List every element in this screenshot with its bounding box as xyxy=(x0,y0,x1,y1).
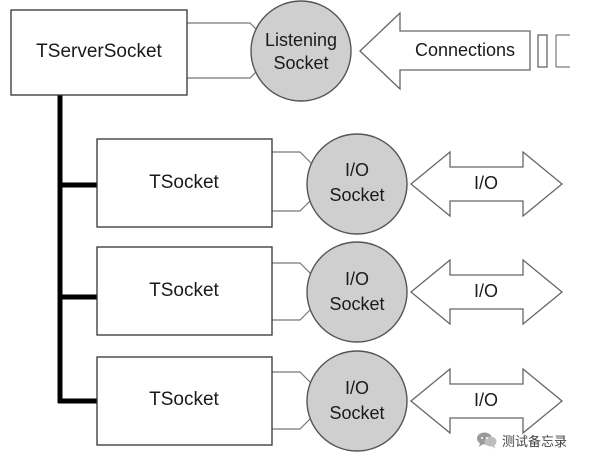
io-double-arrow xyxy=(409,150,564,218)
watermark-text: 测试备忘录 xyxy=(502,434,568,450)
io-socket xyxy=(306,241,408,343)
listening-socket-label-line1: Listening xyxy=(265,30,337,50)
tsocket-label: TSocket xyxy=(149,172,219,193)
tsocket-connector xyxy=(271,262,314,321)
listening-socket-label-line2: Socket xyxy=(273,53,328,73)
tsocket-connector xyxy=(271,151,314,212)
tserversocket-box: TServerSocket xyxy=(10,9,188,96)
io-socket-label-line2: Socket xyxy=(329,185,384,205)
tsocket-connector xyxy=(271,371,314,430)
tsocket-box xyxy=(96,246,273,336)
io-double-arrow xyxy=(409,367,564,435)
tree-connector xyxy=(57,93,100,404)
io-socket-label-line1: I/O xyxy=(345,378,369,398)
tsocket-row: TSocket I/O Socket I/O xyxy=(96,241,564,343)
tsocket-label: TSocket xyxy=(149,280,219,301)
tsocket-box xyxy=(96,356,273,446)
io-double-arrow xyxy=(409,258,564,326)
tsocket-box xyxy=(96,138,273,228)
wechat-icon xyxy=(477,432,497,449)
io-arrow-label: I/O xyxy=(474,281,498,301)
watermark: 测试备忘录 xyxy=(476,428,567,452)
io-arrow-label: I/O xyxy=(474,173,498,193)
tsocket-label: TSocket xyxy=(149,389,219,410)
listening-socket: Listening Socket xyxy=(250,0,352,102)
tsocket-row: TSocket I/O Socket I/O xyxy=(96,350,564,452)
tserversocket-label: TServerSocket xyxy=(36,41,162,62)
io-socket-label-line1: I/O xyxy=(345,269,369,289)
io-socket xyxy=(306,133,408,235)
io-socket-label-line2: Socket xyxy=(329,403,384,423)
io-socket xyxy=(306,350,408,452)
tsocket-row: TSocket I/O Socket I/O xyxy=(96,133,564,235)
io-arrow-label: I/O xyxy=(474,390,498,410)
io-socket-label-line2: Socket xyxy=(329,294,384,314)
connections-arrow-label: Connections xyxy=(415,40,515,60)
connections-arrow: Connections xyxy=(359,11,570,91)
io-socket-label-line1: I/O xyxy=(345,160,369,180)
